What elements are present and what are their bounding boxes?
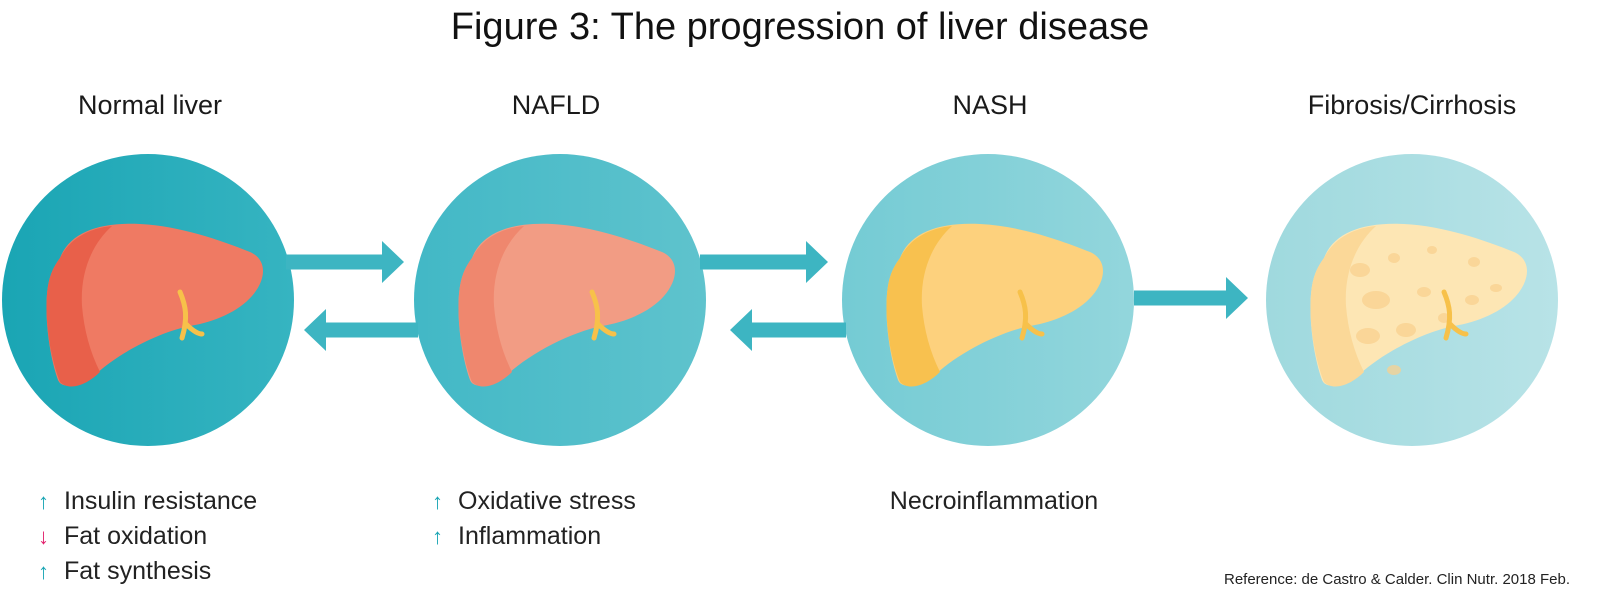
liver-shade bbox=[46, 226, 112, 387]
progression-arrows bbox=[286, 241, 1248, 351]
fibrosis-spot bbox=[1468, 257, 1480, 267]
increase-arrow-icon: ↑ bbox=[38, 489, 49, 514]
fibrosis-spot bbox=[1356, 328, 1380, 344]
effect-text: Inflammation bbox=[458, 522, 602, 550]
bile-duct-icon bbox=[589, 289, 617, 341]
bile-duct-icon bbox=[1017, 289, 1045, 341]
decrease-arrow-icon: ↓ bbox=[38, 524, 49, 549]
liver-shape bbox=[458, 223, 675, 386]
stage-label-fibrosis: Fibrosis/Cirrhosis bbox=[1307, 90, 1517, 120]
liver-shade bbox=[458, 226, 524, 387]
effect-text: Insulin resistance bbox=[64, 487, 258, 515]
forward-arrow-icon bbox=[286, 241, 404, 283]
effects-list-nafld: ↑ Oxidative stress ↑ Inflammation bbox=[432, 484, 636, 554]
liver-icon bbox=[46, 223, 263, 387]
effect-item: ↑ Inflammation bbox=[432, 519, 636, 554]
fibrosis-spot bbox=[1490, 284, 1502, 292]
forward-arrow-icon bbox=[700, 241, 828, 283]
liver-shade bbox=[886, 226, 952, 387]
bile-duct-icon bbox=[177, 289, 205, 341]
reverse-arrow-icon bbox=[730, 309, 846, 351]
effect-text: Fat synthesis bbox=[64, 557, 212, 585]
fibrosis-spot bbox=[1362, 291, 1390, 309]
bile-duct-icon bbox=[1441, 289, 1469, 341]
figure-title: Figure 3: The progression of liver disea… bbox=[450, 6, 1150, 48]
stage-label-normal-liver: Normal liver bbox=[77, 90, 223, 120]
liver-icon bbox=[886, 223, 1103, 387]
liver-shade bbox=[1310, 226, 1376, 387]
liver-shape bbox=[46, 223, 263, 386]
fibrosis-spot bbox=[1417, 287, 1431, 297]
stage-label-nafld: NAFLD bbox=[511, 90, 601, 120]
increase-arrow-icon: ↑ bbox=[432, 489, 443, 514]
effect-text: Oxidative stress bbox=[458, 487, 636, 515]
increase-arrow-icon: ↑ bbox=[432, 524, 443, 549]
effect-item: ↓ Fat oxidation bbox=[38, 519, 257, 554]
fibrosis-spot bbox=[1465, 295, 1479, 305]
effect-item: ↑ Fat synthesis bbox=[38, 554, 257, 589]
liver-icon bbox=[458, 223, 675, 387]
effect-text-nash: Necroinflammation bbox=[889, 487, 1099, 515]
fibrosis-spot bbox=[1387, 365, 1401, 375]
liver-shape bbox=[886, 223, 1103, 386]
forward-arrow-icon bbox=[1134, 277, 1248, 319]
fibrosis-spot bbox=[1396, 323, 1416, 337]
effect-item: ↑ Insulin resistance bbox=[38, 484, 257, 519]
effects-list-normal: ↑ Insulin resistance ↓ Fat oxidation ↑ F… bbox=[38, 484, 257, 589]
fibrosis-spot bbox=[1350, 263, 1370, 277]
fibrosis-spot bbox=[1388, 253, 1400, 263]
liver-icon bbox=[1310, 223, 1527, 387]
fibrosis-spot bbox=[1427, 246, 1437, 254]
reference-citation: Reference: de Castro & Calder. Clin Nutr… bbox=[1223, 571, 1570, 588]
stage-label-nash: NASH bbox=[952, 90, 1028, 120]
reverse-arrow-icon bbox=[304, 309, 418, 351]
increase-arrow-icon: ↑ bbox=[38, 559, 49, 584]
stage-circles bbox=[2, 154, 1558, 446]
effect-text: Fat oxidation bbox=[64, 522, 208, 550]
effect-item: ↑ Oxidative stress bbox=[432, 484, 636, 519]
